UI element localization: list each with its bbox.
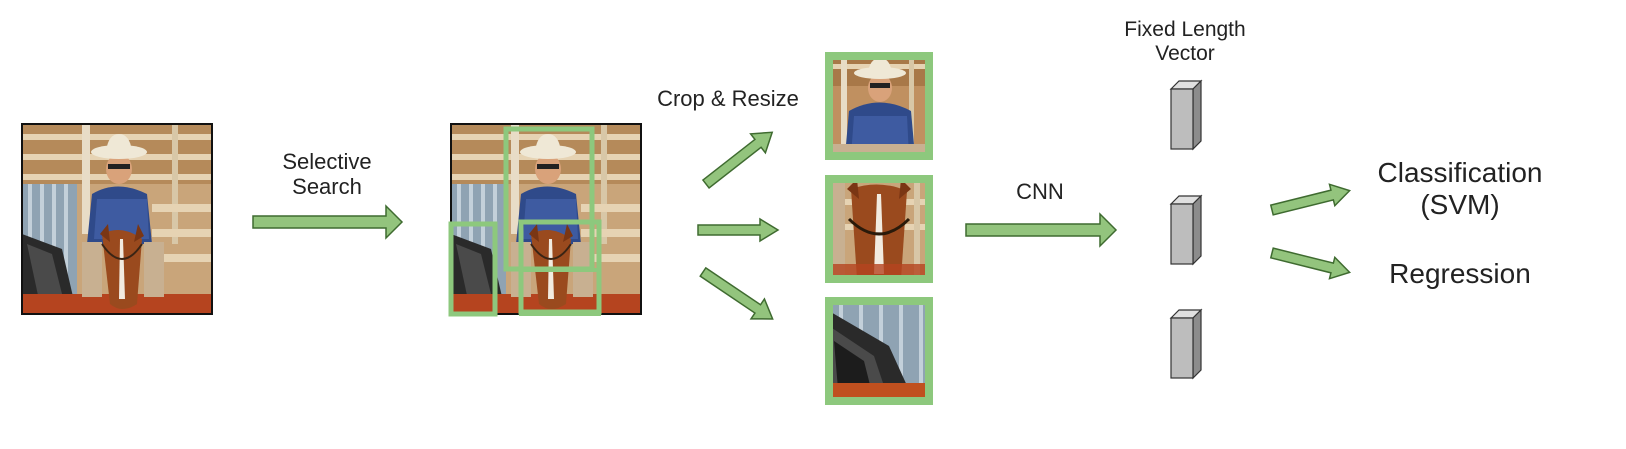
- label-crop-resize: Crop & Resize: [657, 86, 799, 111]
- arrow-to-crop-3: [699, 266, 774, 320]
- label-regression: Regression: [1389, 258, 1531, 289]
- label-selective-search: Selective Search: [262, 149, 392, 200]
- arrow-cnn: [965, 212, 1118, 248]
- label-fixed-length-line1: Fixed Length: [1124, 18, 1246, 41]
- region-box-center: [519, 268, 601, 316]
- feature-vector-1: [1170, 80, 1202, 150]
- label-selective-search-line2: Search: [292, 174, 362, 200]
- feature-vector-2: [1170, 195, 1202, 265]
- crop-image-cowboy: [825, 52, 933, 160]
- feature-vector-3: [1170, 309, 1202, 379]
- label-classification-line2: (SVM): [1420, 189, 1500, 221]
- label-classification-line1: Classification: [1377, 157, 1543, 188]
- label-fixed-length-line2: Vector: [1155, 42, 1215, 66]
- input-image: [21, 123, 213, 315]
- proposal-image: [448, 123, 642, 317]
- label-cnn: CNN: [1016, 179, 1064, 204]
- arrow-to-crop-2: [697, 217, 780, 243]
- crop-image-mane: [825, 297, 933, 405]
- label-fixed-length-vector: Fixed Length Vector: [1105, 18, 1265, 66]
- arrow-to-crop-1: [701, 131, 774, 189]
- label-selective-search-line1: Selective: [282, 149, 372, 174]
- arrow-classification: [1269, 183, 1352, 216]
- crop-image-horse: [825, 175, 933, 283]
- region-box-mane: [448, 221, 498, 317]
- arrow-selective-search: [252, 204, 404, 240]
- label-classification: Classification (SVM): [1362, 157, 1558, 221]
- arrow-regression: [1269, 247, 1352, 280]
